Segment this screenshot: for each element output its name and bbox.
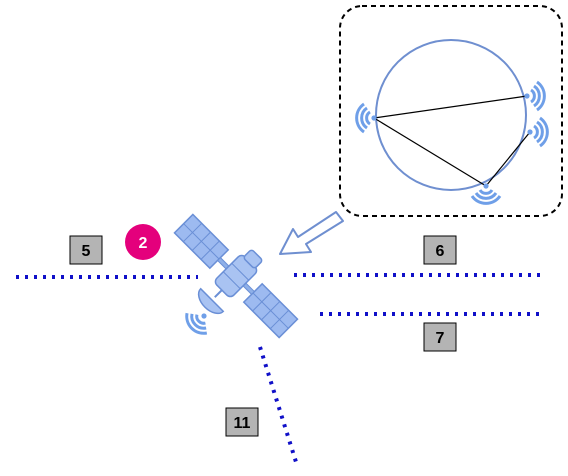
label-5-text: 5 (82, 243, 91, 260)
inset-border (339, 5, 563, 217)
label-box-7: 7 (423, 322, 457, 352)
link-line (373, 95, 528, 119)
ring-circle (375, 39, 527, 191)
dotted-links (16, 273, 542, 463)
label-box-5: 5 (69, 235, 103, 265)
link-line (373, 117, 487, 187)
label-box-6: 6 (423, 235, 457, 265)
signal-antenna-icon (525, 116, 549, 148)
signal-antenna-icon (522, 80, 546, 112)
dotted-line-11 (258, 346, 298, 463)
label-box-11: 11 (225, 407, 259, 437)
label-11-text: 11 (234, 415, 251, 432)
label-7-text: 7 (436, 330, 445, 347)
solar-panel (242, 282, 299, 339)
inset-network-view (339, 5, 563, 217)
badge-text: 2 (139, 235, 148, 252)
hollow-arrow-icon (279, 211, 344, 255)
signal-antenna-icon (355, 102, 379, 134)
satellite-icon (173, 213, 299, 340)
link-line (485, 131, 531, 187)
label-6-text: 6 (436, 243, 445, 260)
number-badge: 2 (125, 224, 161, 260)
